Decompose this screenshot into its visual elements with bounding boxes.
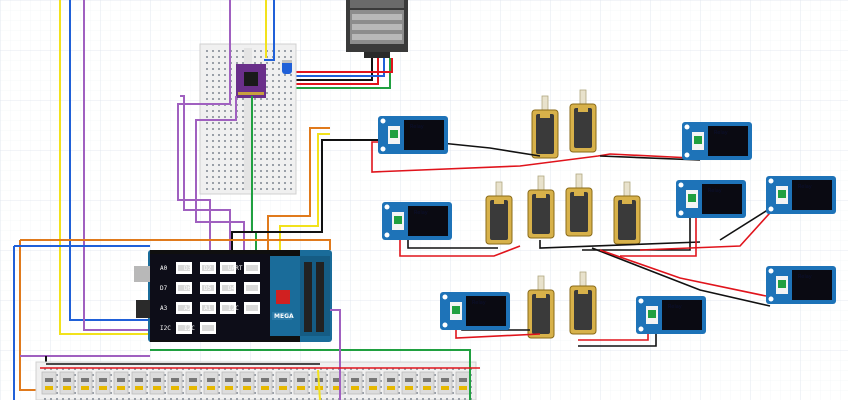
shield-port-label: A0 [160, 265, 168, 272]
solenoid-icon [527, 275, 555, 339]
strip-relay [203, 371, 219, 395]
strip-relay [419, 371, 435, 395]
capacitor-icon [282, 60, 292, 74]
shield-port-label: I2C [160, 325, 171, 332]
strip-relay [293, 371, 309, 395]
solenoid-icon [531, 95, 559, 159]
shield-port-label: D5 [204, 285, 212, 292]
shield-port: I2C [228, 302, 260, 314]
shield-port: D3 [184, 262, 216, 274]
shield-port-label: UART [228, 265, 243, 272]
grove-relay-icon: Relay [676, 180, 746, 218]
strip-relay [59, 371, 75, 395]
stepper-motor-icon [346, 0, 408, 58]
grove-relay-icon: Relay [378, 116, 448, 154]
shield-port: D6 [184, 282, 216, 294]
relay-label: Relay [668, 304, 682, 310]
grove-relay-icon: Relay [766, 176, 836, 214]
shield-port: A0 [160, 262, 192, 274]
shield-port: A1 [204, 302, 236, 314]
strip-relay [185, 371, 201, 395]
shield-port: D2 [204, 262, 236, 274]
strip-relay [383, 371, 399, 395]
shield-port: D4 [228, 282, 260, 294]
strip-relay [275, 371, 291, 395]
shield-port-label: A2 [184, 305, 192, 312]
relay-label: Relay [714, 130, 728, 136]
strip-relay [149, 371, 165, 395]
shield-port-label: D3 [184, 265, 192, 272]
shield-port-label: D6 [184, 285, 192, 292]
shield-port-label: D4 [228, 285, 236, 292]
strip-relay [257, 371, 273, 395]
strip-relay [437, 371, 453, 395]
motor-driver-icon [236, 64, 266, 98]
relay-label: Relay [708, 188, 722, 194]
strip-relay [41, 371, 57, 395]
shield-port: UART [228, 262, 260, 274]
solenoid-icon [565, 173, 593, 237]
arduino-model-label: MEGA [274, 313, 294, 320]
grove-relay-icon: Relay [766, 266, 836, 304]
shield-port: I2C [160, 322, 192, 334]
shield-port-label: A3 [160, 305, 168, 312]
shield-port: D5 [204, 282, 236, 294]
shield-port-label: D7 [160, 285, 168, 292]
strip-relay [77, 371, 93, 395]
strip-relay [365, 371, 381, 395]
solenoid-icon [569, 89, 597, 153]
strip-relay [95, 371, 111, 395]
shield-port-label: I2C [228, 305, 239, 312]
relay-label: Relay [414, 210, 428, 216]
shield-port-label: D2 [204, 265, 212, 272]
strip-relay [113, 371, 129, 395]
motor-wires [262, 58, 393, 89]
strip-relay [131, 371, 147, 395]
grove-relay-icon: Relay [636, 296, 706, 334]
shield-port: I2C [184, 322, 216, 334]
relay-label: Relay [798, 274, 812, 280]
strip-relay [401, 371, 417, 395]
shield-port-label: I2C [184, 325, 195, 332]
strip-relay [167, 371, 183, 395]
solenoid-icon [485, 181, 513, 245]
shield-port-label: A1 [204, 305, 212, 312]
grove-relay-icon: Relay [440, 292, 510, 330]
relay-label: Relay [798, 184, 812, 190]
strip-relay [221, 371, 237, 395]
solenoid-icon [527, 175, 555, 239]
shield-port: A2 [184, 302, 216, 314]
grove-relay-icon: Relay [382, 202, 452, 240]
relay-label: Relay [472, 300, 486, 306]
strip-relay [347, 371, 363, 395]
control-wires [59, 0, 380, 335]
relay-label: Relay [410, 124, 424, 130]
shield-port: A3 [160, 302, 192, 314]
solenoid-icon [569, 271, 597, 335]
strip-relay [455, 371, 471, 395]
grove-relay-icon: Relay [682, 122, 752, 160]
shield-port: D7 [160, 282, 192, 294]
bus-wires [40, 309, 480, 400]
relay-wires [371, 137, 779, 347]
strip-relay [239, 371, 255, 395]
strip-relay [329, 371, 345, 395]
